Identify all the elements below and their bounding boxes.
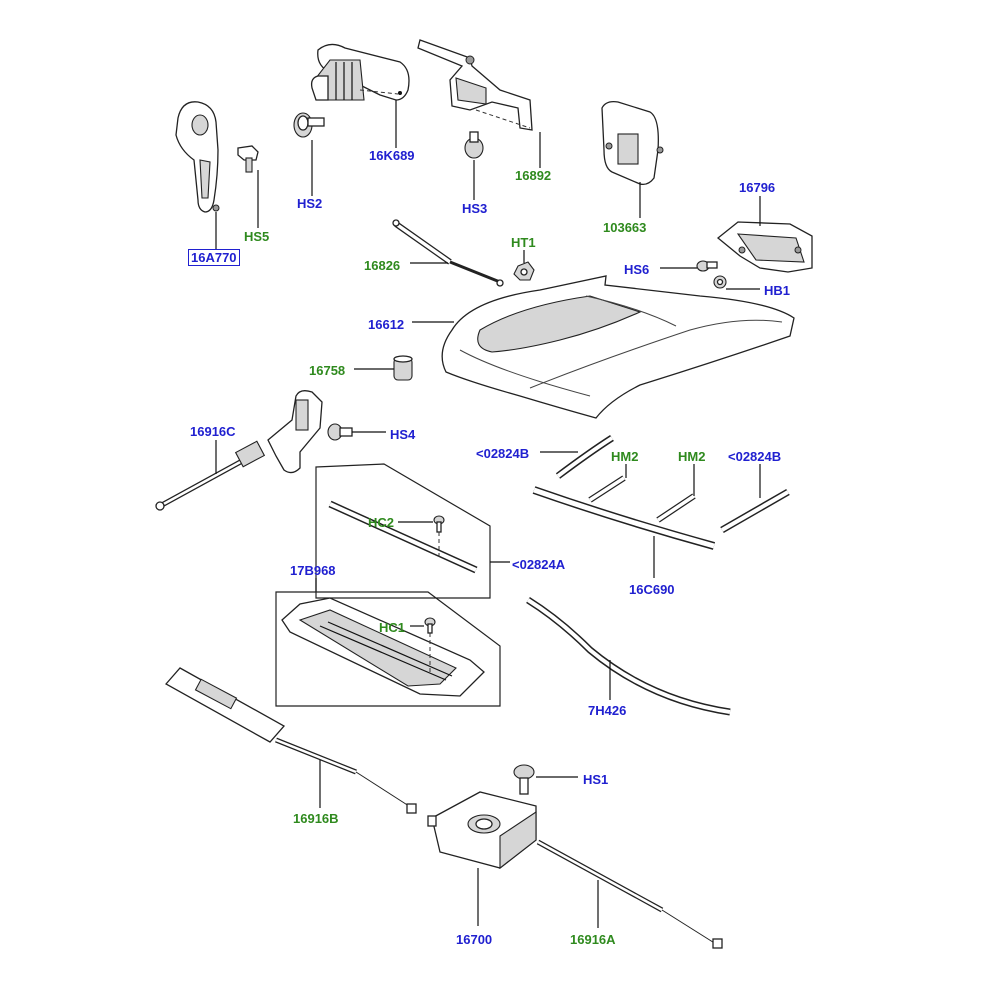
strip-hm2-right-part[interactable]: [656, 493, 696, 523]
clip-ht1-part[interactable]: [513, 261, 535, 281]
cowl-panel-group-frame: [275, 591, 501, 707]
bolt-hs3-part[interactable]: [464, 131, 484, 159]
hood-hinge-bracket-part[interactable]: [716, 221, 813, 273]
nut-hb1-part[interactable]: [713, 275, 727, 289]
callout-103663[interactable]: 103663: [603, 220, 647, 235]
callout-16612[interactable]: 16612: [368, 317, 405, 332]
callout-16826[interactable]: 16826: [364, 258, 401, 273]
callout-16916b[interactable]: 16916B: [293, 811, 339, 826]
seal-02824a-group-frame: [315, 463, 491, 599]
callout-16700[interactable]: 16700: [456, 932, 493, 947]
callout-hs5[interactable]: HS5: [244, 229, 270, 244]
callout-hc2[interactable]: HC2: [368, 515, 395, 530]
seal-16c690-part[interactable]: [532, 486, 716, 550]
seal-02824b-right-part[interactable]: [720, 488, 790, 534]
callout-hm2-left[interactable]: HM2: [611, 449, 639, 464]
seal-02824b-left-part[interactable]: [555, 435, 614, 479]
callout-hb1[interactable]: HB1: [764, 283, 791, 298]
seal-02824a-part[interactable]: [328, 500, 478, 574]
hinge-part[interactable]: [417, 39, 533, 131]
callout-ht1[interactable]: HT1: [511, 235, 536, 250]
clip-hc1-part[interactable]: [424, 617, 436, 634]
latch-housing-part[interactable]: [427, 791, 537, 870]
bolt-hs4-part[interactable]: [327, 423, 353, 441]
callout-hs2[interactable]: HS2: [297, 196, 323, 211]
callout-hs4[interactable]: HS4: [390, 427, 416, 442]
callout-16916c[interactable]: 16916C: [190, 424, 236, 439]
bolt-hs6-part[interactable]: [696, 260, 718, 272]
seal-7h426-part[interactable]: [526, 597, 731, 716]
cowl-panel-part[interactable]: [281, 597, 485, 697]
callout-16k689[interactable]: 16K689: [369, 148, 415, 163]
callout-hs1[interactable]: HS1: [583, 772, 609, 787]
callout-hs3[interactable]: HS3: [462, 201, 488, 216]
bolt-hs2-part[interactable]: [293, 112, 325, 138]
strip-hm2-left-part[interactable]: [588, 475, 626, 503]
callout-02824b-left[interactable]: <02824B: [476, 446, 530, 461]
callout-02824b-right[interactable]: <02824B: [728, 449, 782, 464]
callout-16758[interactable]: 16758: [309, 363, 346, 378]
bump-stop-part[interactable]: [393, 355, 413, 381]
callout-02824a[interactable]: <02824A: [512, 557, 566, 572]
callout-16892[interactable]: 16892: [515, 168, 552, 183]
bracket-part[interactable]: [601, 100, 664, 186]
gas-strut-part[interactable]: [392, 219, 504, 287]
hood-panel-part[interactable]: [441, 275, 795, 419]
callout-16916a[interactable]: 16916A: [570, 932, 616, 947]
callout-hc1[interactable]: HC1: [379, 620, 406, 635]
release-handle-part[interactable]: [175, 101, 220, 213]
callout-16c690[interactable]: 16C690: [629, 582, 675, 597]
screw-hs5-part[interactable]: [237, 145, 259, 173]
callout-hs6[interactable]: HS6: [624, 262, 650, 277]
callout-7h426[interactable]: 7H426: [588, 703, 627, 718]
release-cable-part[interactable]: [155, 390, 323, 511]
callout-16a770[interactable]: 16A770: [188, 249, 240, 266]
clip-hc2-part[interactable]: [433, 515, 445, 533]
callout-16796[interactable]: 16796: [739, 180, 776, 195]
release-lever-cable-part[interactable]: [164, 667, 417, 814]
callout-17b968[interactable]: 17B968: [290, 563, 336, 578]
bolt-hs1-part[interactable]: [513, 764, 535, 795]
callout-hm2-right[interactable]: HM2: [678, 449, 706, 464]
release-cable-16916a-part[interactable]: [536, 839, 723, 949]
latch-assembly-part[interactable]: [310, 43, 410, 101]
